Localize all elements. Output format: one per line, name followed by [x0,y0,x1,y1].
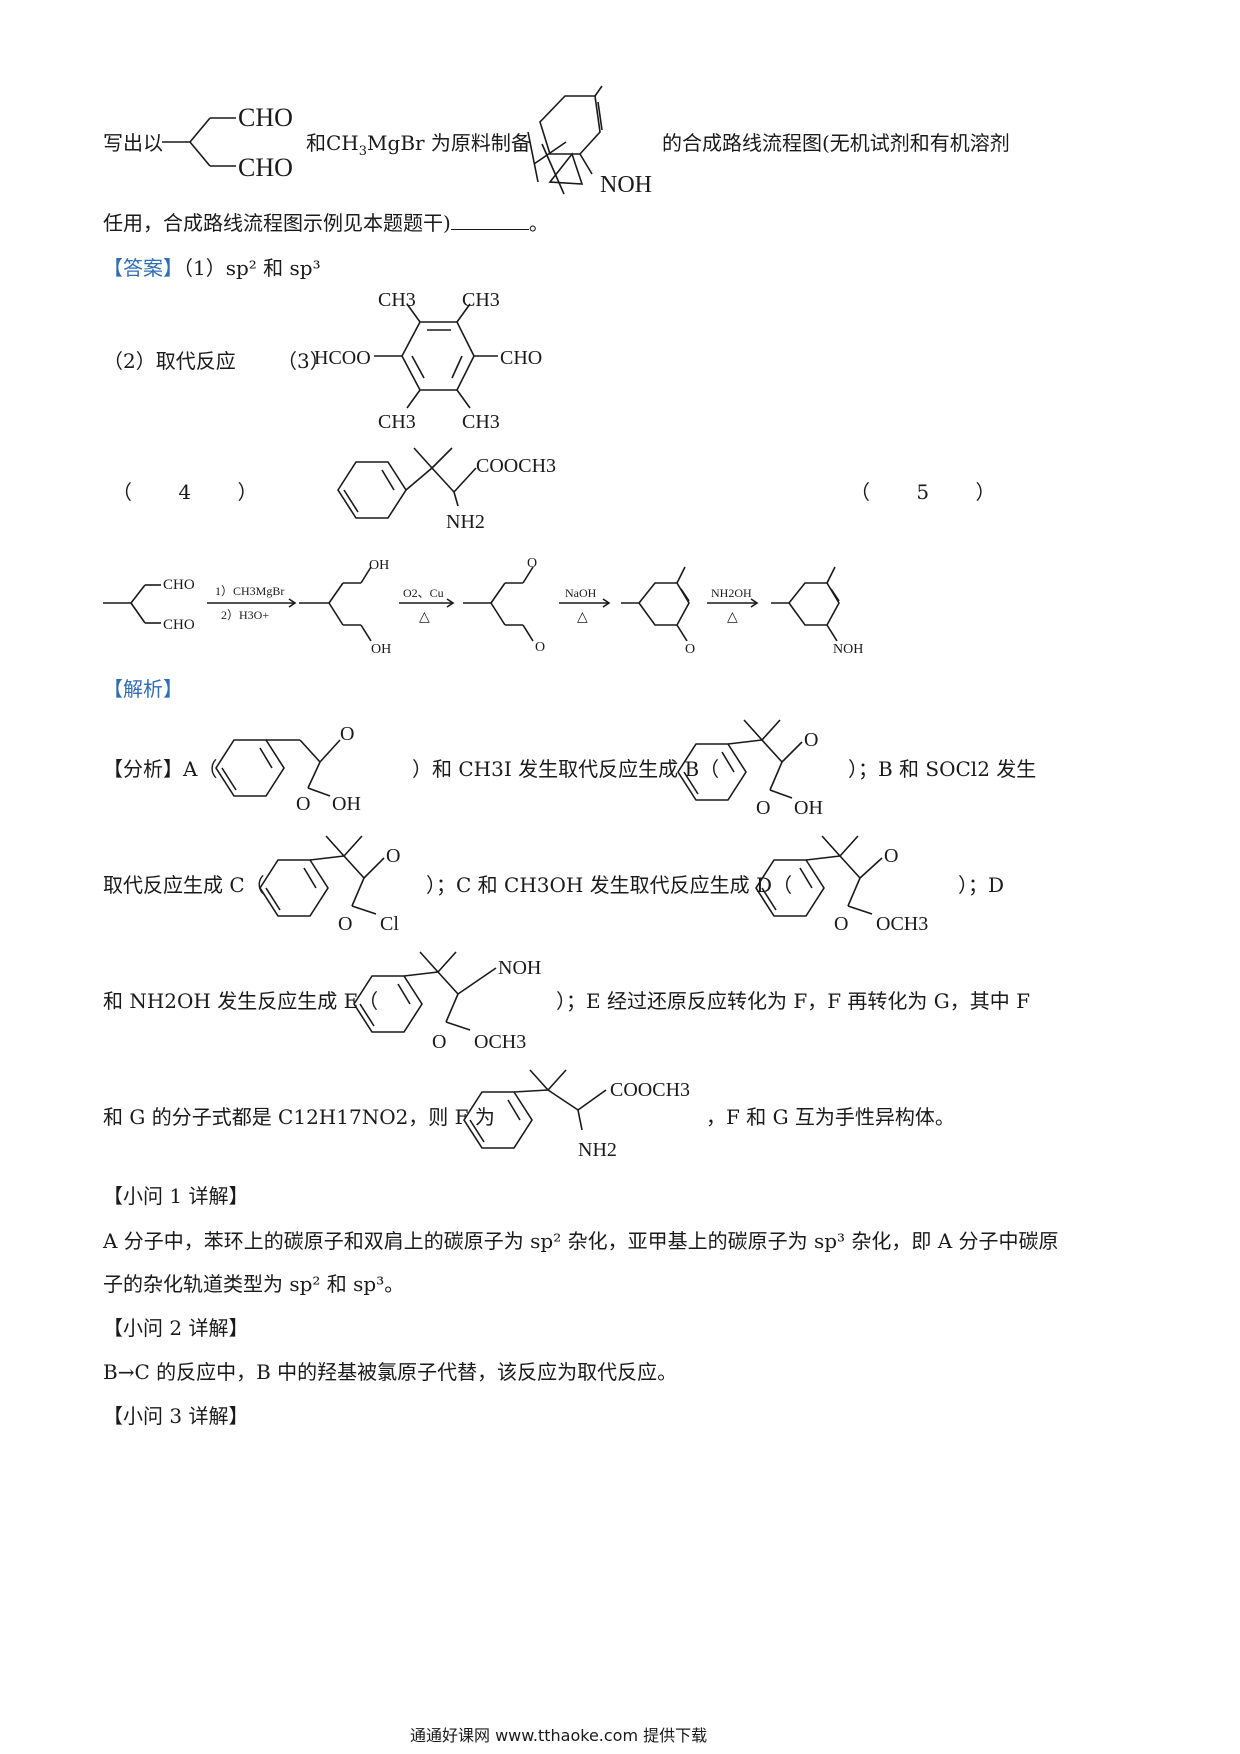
svg-text:Cl: Cl [380,913,399,935]
answer-q3-structure: CH3 CH3 HCOO CHO CH3 CH3 [314,289,542,433]
molecule-f: COOCH3 NH2 [463,1069,690,1161]
analysis-text-1c: ）；B 和 SOCl2 发生 [848,757,1037,781]
nh2-label: NH2 [446,511,485,533]
svg-text:OH: OH [371,642,391,657]
noh-label: NOH [600,172,652,198]
molecule-d: O O OCH3 [755,835,928,935]
cho-label: CHO [238,153,293,182]
question-text-middle: 和CH3MgBr 为原料制备 [306,131,531,159]
svg-text:O: O [834,913,848,935]
svg-text:O: O [884,845,898,867]
svg-text:△: △ [727,610,738,625]
svg-text:OCH3: OCH3 [474,1031,526,1053]
analysis-tag: 【解析】 [103,677,183,701]
analysis-text-2b: ）；C 和 CH3OH 发生取代反应生成 D（ [426,873,793,897]
analysis-text-4b: ，F 和 G 互为手性异构体。 [706,1105,955,1129]
ch3-label: CH3 [462,411,500,433]
answer-q4-label: （ 4 ） [112,480,258,504]
product-structure: NOH [527,85,652,198]
coome-label: COOCH3 [476,455,556,477]
answer-q5-label: （ 5 ） [850,480,996,504]
svg-text:O: O [296,793,310,815]
sub2-title: 【小问 2 详解】 [103,1316,249,1340]
svg-text:△: △ [419,610,430,625]
question-text-end: 的合成路线流程图(无机试剂和有机溶剂 [662,131,1010,155]
answer-q1: （1）sp² 和 sp³ [183,256,321,280]
svg-text:O: O [386,845,400,867]
cho-label: CHO [500,347,542,369]
svg-text:2）H3O+: 2）H3O+ [221,608,269,622]
svg-text:OH: OH [332,793,361,815]
molecule-c: O O Cl [259,835,400,935]
svg-text:△: △ [577,610,588,625]
hcoo-label: HCOO [314,347,371,369]
svg-text:O: O [804,729,818,751]
reactant-structure: CHO CHO [162,103,293,182]
synthesis-route: CHO CHO 1）CH3MgBr 2）H3O+ OH OH O2、Cu △ O… [103,556,863,657]
analysis-text-1b: ）和 CH3I 发生取代反应生成 B（ [412,757,720,781]
svg-text:NH2: NH2 [578,1139,617,1161]
answer-q4-structure: COOCH3 NH2 [337,447,556,533]
svg-text:NH2OH: NH2OH [711,586,752,600]
sub3-title: 【小问 3 详解】 [103,1404,249,1428]
svg-text:O: O [432,1031,446,1053]
sub2-line-1: B→C 的反应中，B 中的羟基被氯原子代替，该反应为取代反应。 [103,1360,678,1384]
svg-text:O: O [685,642,695,657]
svg-text:O: O [756,797,770,819]
analysis-text-2a: 取代反应生成 C（ [103,873,265,897]
cho-label: CHO [238,103,293,132]
molecule-e: NOH O OCH3 [353,951,541,1053]
analysis-text-2c: ）；D [958,873,1005,897]
svg-text:NOH: NOH [833,642,863,657]
analysis-text-3a: 和 NH2OH 发生反应生成 E（ [103,989,379,1013]
analysis-text-1a: 【分析】A（ [103,757,218,781]
answer-tag: 【答案】 [103,256,183,280]
molecule-a: O O OH [215,723,361,815]
sub1-title: 【小问 1 详解】 [103,1184,249,1208]
svg-text:NOH: NOH [498,957,541,979]
molecule-b: O O OH [677,719,823,819]
ch3-label: CH3 [378,289,416,311]
answer-q3-prefix: （3） [277,349,330,373]
sub1-line-1: A 分子中，苯环上的碳原子和双肩上的碳原子为 sp² 杂化，亚甲基上的碳原子为 … [103,1229,1059,1253]
svg-text:1）CH3MgBr: 1）CH3MgBr [215,584,284,598]
svg-text:CHO: CHO [163,617,195,633]
svg-text:OCH3: OCH3 [876,913,928,935]
svg-text:NaOH: NaOH [565,586,597,600]
svg-text:CHO: CHO [163,577,195,593]
answer-blank [450,215,529,230]
svg-text:O2、Cu: O2、Cu [403,586,444,600]
answer-q2: （2）取代反应 [103,349,236,373]
sub1-line-2: 子的杂化轨道类型为 sp² 和 sp³。 [103,1272,405,1296]
svg-text:O: O [535,640,545,655]
svg-text:OH: OH [794,797,823,819]
question-line-2: 任用，合成路线流程图示例见本题题干)。 [103,211,549,235]
svg-text:O: O [338,913,352,935]
svg-text:OH: OH [369,558,389,573]
analysis-text-4a: 和 G 的分子式都是 C12H17NO2，则 F 为 [103,1105,495,1129]
page-footer: 通通好课网 www.tthaoke.com 提供下载 [410,1726,708,1745]
answer-line-1: 【答案】（1）sp² 和 sp³ [103,256,321,280]
ch3-label: CH3 [378,411,416,433]
svg-text:O: O [527,556,537,571]
svg-text:O: O [340,723,354,745]
ch3-label: CH3 [462,289,500,311]
question-text-start: 写出以 [103,131,163,155]
analysis-text-3b: ）；E 经过还原反应转化为 F，F 再转化为 G，其中 F [556,989,1030,1013]
svg-text:COOCH3: COOCH3 [610,1079,690,1101]
